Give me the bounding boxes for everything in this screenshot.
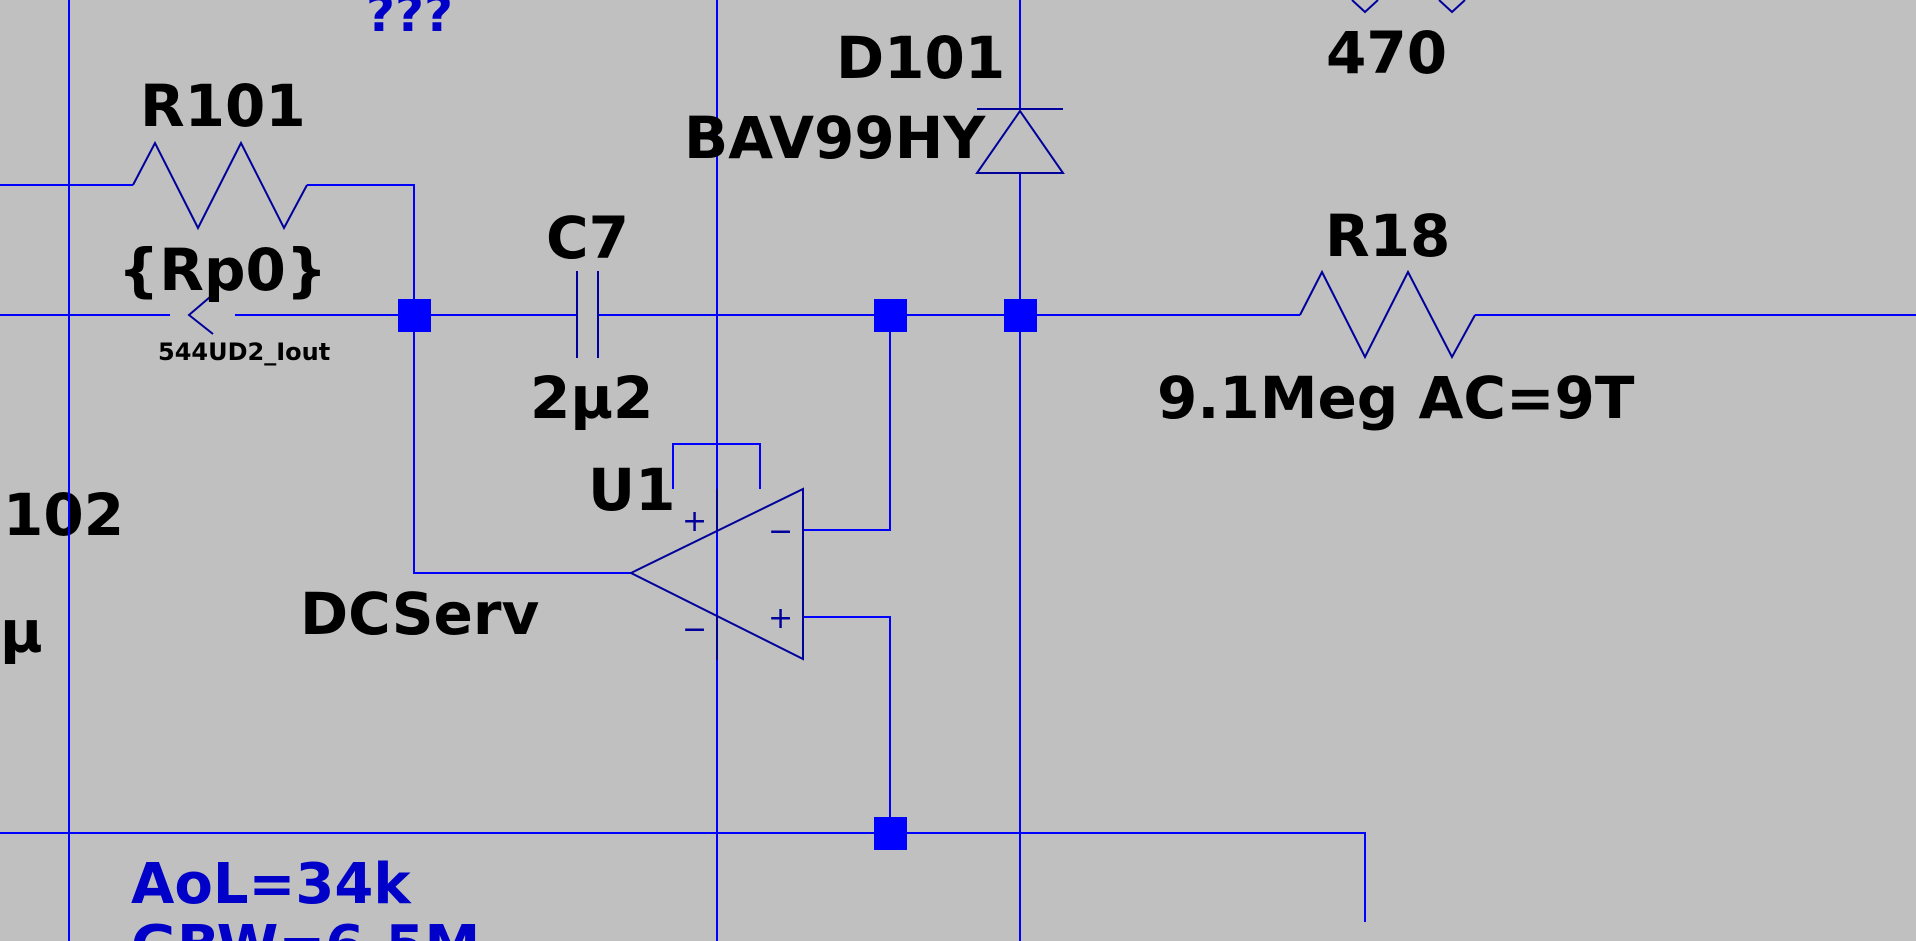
u1-plus-bottom-symbol: + xyxy=(768,601,793,636)
net-label-iout[interactable]: 544UD2_Iout xyxy=(158,338,330,366)
resistor-470-symbol-2 xyxy=(1438,0,1466,14)
wire-r101-right[interactable] xyxy=(307,184,631,574)
resistor-r101-symbol xyxy=(132,140,308,231)
r18-value-label[interactable]: 9.1Meg AC=9T xyxy=(1157,364,1635,432)
c7-value-label[interactable]: 2µ2 xyxy=(530,364,653,432)
d101-value-label[interactable]: BAV99HY xyxy=(684,104,986,172)
resistor-470-symbol xyxy=(1351,0,1379,14)
opamp-u1[interactable] xyxy=(628,487,804,661)
partial-value-label[interactable]: µ xyxy=(0,598,43,666)
wire-u1-bracket[interactable] xyxy=(672,443,761,489)
resistor-r101[interactable] xyxy=(132,140,308,231)
d101-ref-label[interactable]: D101 xyxy=(836,24,1005,92)
u1-minus-bottom-symbol: − xyxy=(682,612,707,647)
net-label-arrow-icon xyxy=(187,296,214,335)
u1-plus-top-symbol: + xyxy=(682,504,707,539)
diode-d101[interactable] xyxy=(975,108,1065,174)
wire-u1-feedback[interactable] xyxy=(803,315,891,531)
junctions xyxy=(398,299,1037,850)
capacitor-c7[interactable] xyxy=(576,271,599,358)
wire-u1-plus-input[interactable] xyxy=(803,616,891,833)
r101-ref-label[interactable]: R101 xyxy=(140,72,306,140)
junction-dot[interactable] xyxy=(1004,299,1037,332)
diode-d101-triangle xyxy=(975,109,1065,174)
partial-ref-label[interactable]: 102 xyxy=(3,481,124,549)
directive-gbw[interactable]: GBW=6.5M xyxy=(131,914,480,941)
resistor-r18[interactable] xyxy=(1299,269,1476,360)
junction-dot[interactable] xyxy=(874,299,907,332)
r470-value-label[interactable]: 470 xyxy=(1326,19,1447,87)
junction-dot[interactable] xyxy=(398,299,431,332)
u1-ref-label[interactable]: U1 xyxy=(588,456,675,524)
junction-dot[interactable] xyxy=(874,817,907,850)
r18-ref-label[interactable]: R18 xyxy=(1325,202,1450,270)
wire-bottom-rail[interactable] xyxy=(0,832,1366,922)
directive-unknown[interactable]: ??? xyxy=(366,0,453,43)
resistor-r18-symbol xyxy=(1299,269,1476,360)
u1-value-label[interactable]: DCServ xyxy=(300,580,539,648)
r101-value-label[interactable]: {Rp0} xyxy=(118,236,327,304)
directive-aol[interactable]: AoL=34k xyxy=(131,852,412,917)
resistor-top-470[interactable] xyxy=(1351,0,1466,14)
u1-minus-top-symbol: − xyxy=(768,514,793,549)
c7-ref-label[interactable]: C7 xyxy=(546,204,629,272)
